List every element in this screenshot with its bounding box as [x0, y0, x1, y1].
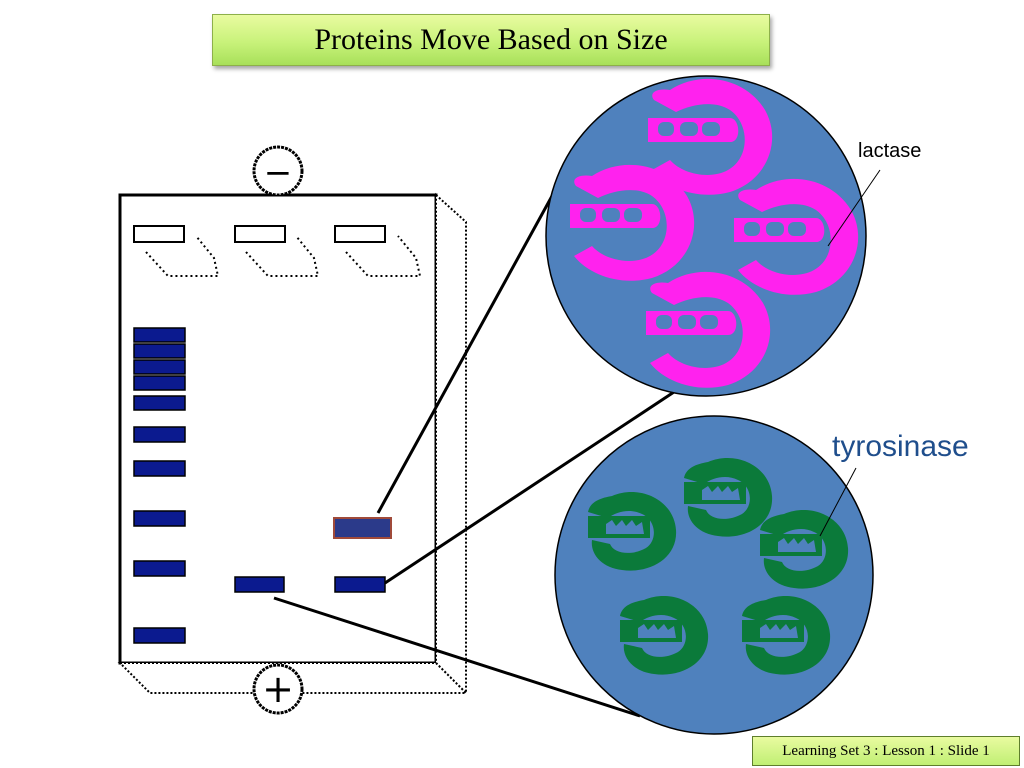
well-lane-2	[234, 225, 286, 243]
pipette-outline-3	[345, 235, 422, 277]
well-lane-1	[133, 225, 185, 243]
tyrosinase-molecule	[760, 509, 849, 589]
lactase-leader-line	[827, 169, 881, 247]
slide-footer: Learning Set 3 : Lesson 1 : Slide 1	[752, 736, 1020, 766]
ladder-band	[133, 395, 186, 411]
tyrosinase-molecule	[742, 595, 831, 675]
tyrosinase-molecule	[684, 457, 773, 537]
ladder-band	[133, 510, 186, 527]
tyrosinase-leader-line	[819, 467, 857, 537]
lactase-molecule	[646, 271, 771, 388]
gel-box	[117, 192, 469, 696]
lactase-molecule	[734, 178, 859, 295]
lactase-label: lactase	[858, 140, 921, 162]
lane-2-band	[234, 576, 285, 593]
connector-lines	[273, 195, 675, 718]
ladder-band	[133, 560, 186, 577]
ladder-band	[133, 375, 186, 391]
tyrosinase-magnified-circle	[554, 415, 874, 735]
ladder-band	[133, 343, 186, 359]
tyrosinase-molecule	[620, 595, 709, 675]
lactase-molecule	[570, 164, 695, 281]
pipette-outline-2	[245, 235, 320, 277]
minus-symbol: −	[264, 153, 293, 193]
pipette-outline-1	[145, 235, 220, 277]
plus-symbol: +	[262, 667, 294, 711]
slide-title: Proteins Move Based on Size	[212, 14, 770, 66]
positive-electrode: +	[252, 663, 304, 715]
ladder-band	[133, 460, 186, 477]
lane-3-lower-band	[334, 576, 386, 593]
negative-electrode: −	[252, 145, 304, 197]
tyrosinase-label: tyrosinase	[832, 430, 969, 463]
tyrosinase-molecule	[588, 491, 677, 571]
lactase-magnified-circle	[545, 75, 867, 397]
lane-3-upper-band	[333, 517, 392, 539]
ladder-bands	[133, 327, 186, 644]
ladder-band	[133, 627, 186, 644]
ladder-band	[133, 327, 186, 343]
gel-wells	[133, 225, 422, 277]
well-lane-3	[334, 225, 386, 243]
ladder-band	[133, 359, 186, 375]
ladder-band	[133, 426, 186, 443]
